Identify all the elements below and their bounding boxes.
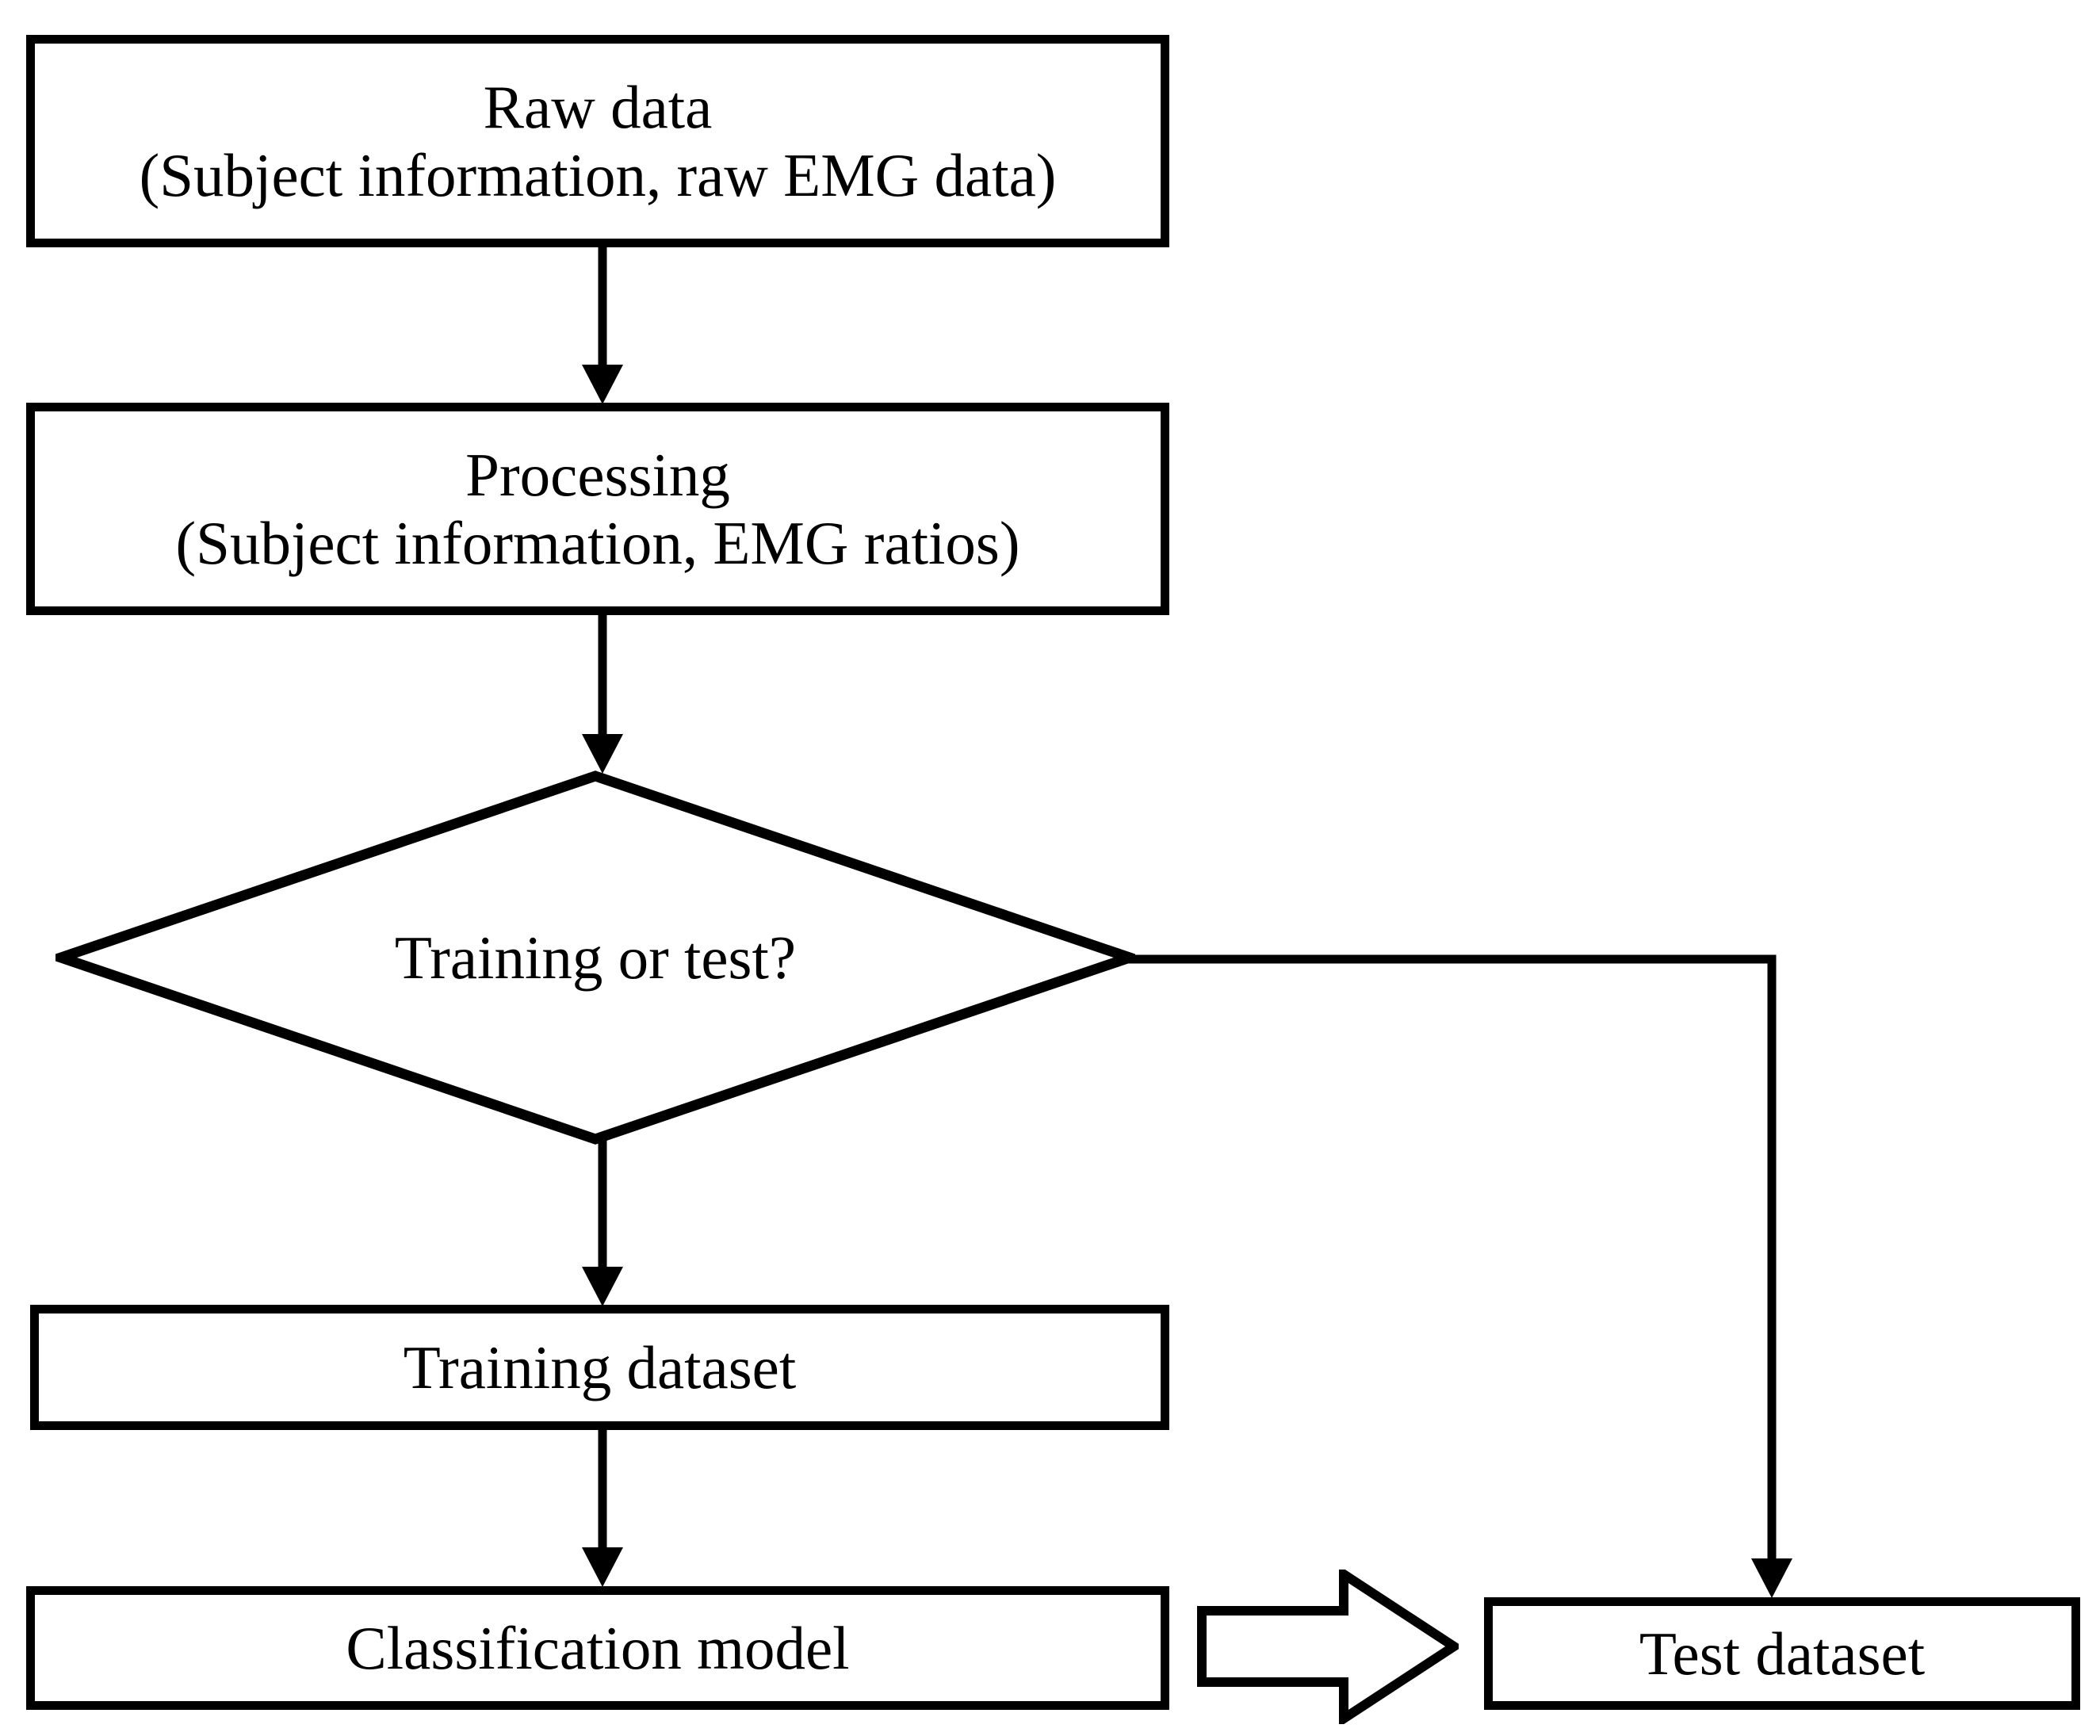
node-test-dataset-label: Test dataset (1639, 1619, 1926, 1688)
node-classification-model[interactable]: Classification model (26, 1586, 1169, 1710)
node-processing-line2: (Subject information, EMG ratios) (175, 509, 1020, 577)
edge-processing-to-decision (555, 614, 650, 774)
diamond-shape (55, 770, 1135, 1145)
edge-raw-to-processing (555, 246, 650, 404)
node-raw-data[interactable]: Raw data (Subject information, raw EMG d… (26, 35, 1169, 247)
node-raw-data-line2: (Subject information, raw EMG data) (139, 141, 1057, 209)
node-decision-training-or-test[interactable]: Training or test? (55, 770, 1135, 1145)
edge-decision-to-test (1126, 935, 1839, 1601)
edge-classification-to-test-block-arrow (1197, 1565, 1463, 1728)
node-decision-label: Training or test? (394, 923, 797, 992)
node-processing-line1: Processing (465, 440, 730, 509)
node-raw-data-line1: Raw data (483, 72, 713, 141)
node-training-dataset[interactable]: Training dataset (30, 1305, 1169, 1430)
node-classification-model-label: Classification model (346, 1613, 850, 1682)
node-processing[interactable]: Processing (Subject information, EMG rat… (26, 403, 1169, 615)
node-training-dataset-label: Training dataset (403, 1333, 797, 1401)
edge-training-to-classification (555, 1428, 650, 1587)
edge-decision-to-training (555, 1140, 650, 1306)
node-test-dataset[interactable]: Test dataset (1484, 1597, 2080, 1710)
